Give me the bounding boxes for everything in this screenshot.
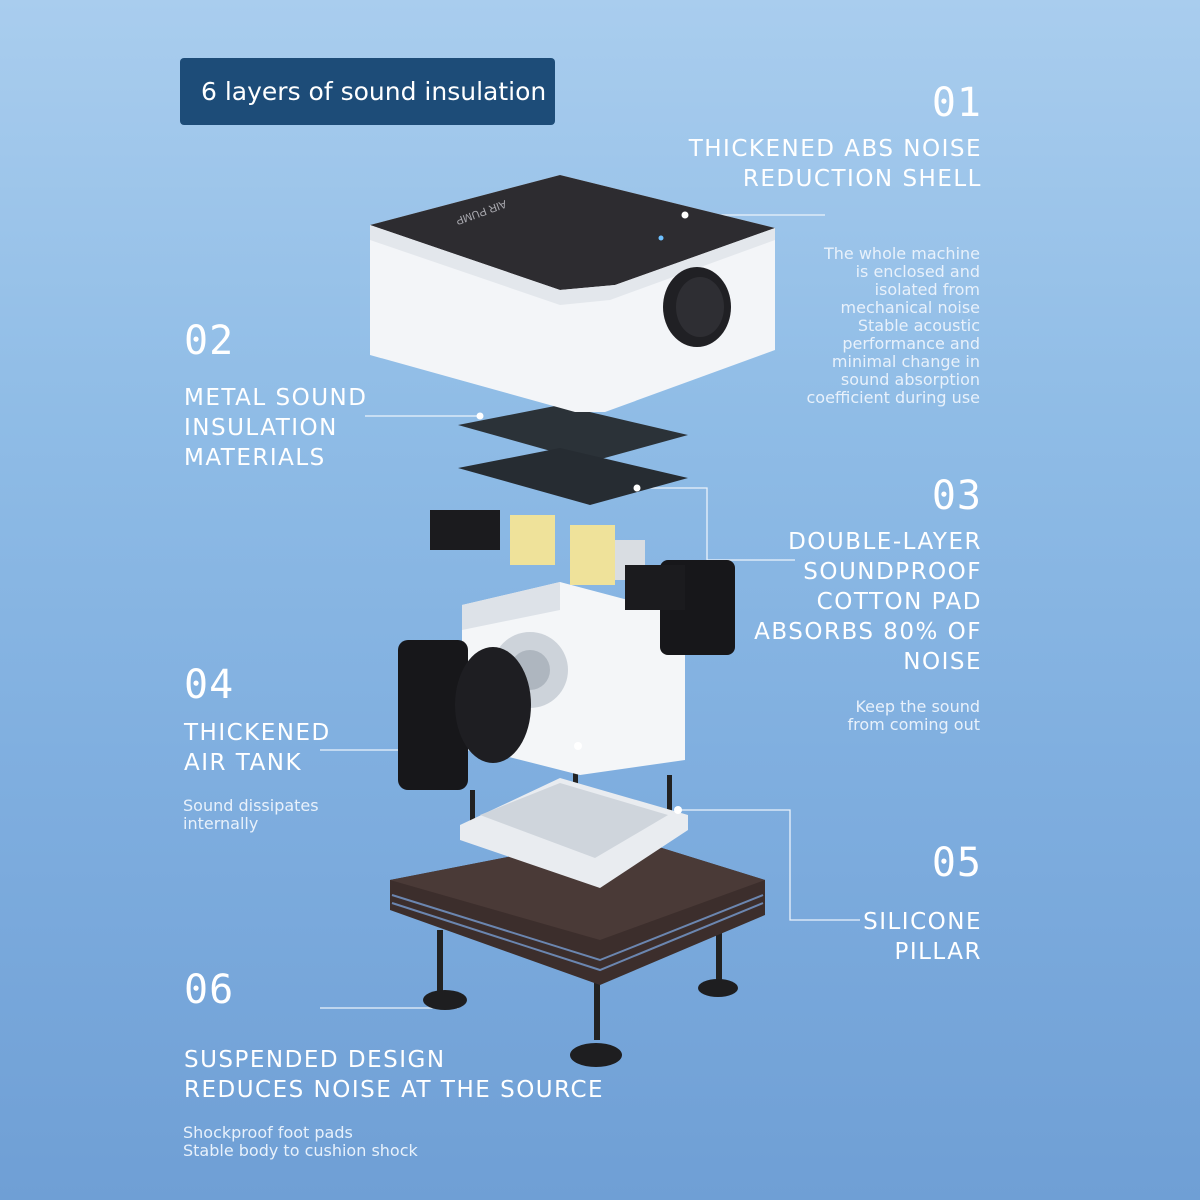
feature-06-title: SUSPENDED DESIGN REDUCES NOISE AT THE SO… [184, 1047, 605, 1103]
feature-04-description: Sound dissipates internally [183, 796, 319, 833]
white-mount-plate [460, 778, 688, 888]
feature-02-number: 02 [184, 318, 235, 364]
feature-06-number: 06 [184, 967, 235, 1013]
feature-05-number: 05 [931, 840, 982, 886]
feature-06-description: Shockproof foot pads Stable body to cush… [183, 1123, 418, 1160]
feature-03-description: Keep the sound from coming out [847, 697, 980, 734]
feature-05-title: SILICONE PILLAR [863, 909, 982, 965]
soundproof-cotton-pad [430, 510, 685, 610]
feature-01-title: THICKENED ABS NOISE REDUCTION SHELL [688, 136, 982, 192]
feature-01-description: The whole machine is enclosed and isolat… [806, 244, 980, 407]
metal-insulation-plate [458, 405, 688, 505]
feature-04-title: THICKENED AIR TANK [184, 720, 331, 776]
title-badge: 6 layers of sound insulation [180, 58, 555, 125]
base-tray [390, 835, 765, 985]
feature-02-title: METAL SOUND INSULATION MATERIALS [184, 385, 368, 471]
feature-03-title: DOUBLE-LAYER SOUNDPROOF COTTON PAD ABSOR… [754, 529, 982, 675]
abs-noise-shell: AIR PUMP [370, 175, 775, 412]
base-feet [423, 920, 738, 1067]
side-cover-left [398, 640, 531, 790]
feature-04-number: 04 [184, 662, 235, 708]
feature-03-number: 03 [931, 473, 982, 519]
feature-01-number: 01 [931, 80, 982, 126]
